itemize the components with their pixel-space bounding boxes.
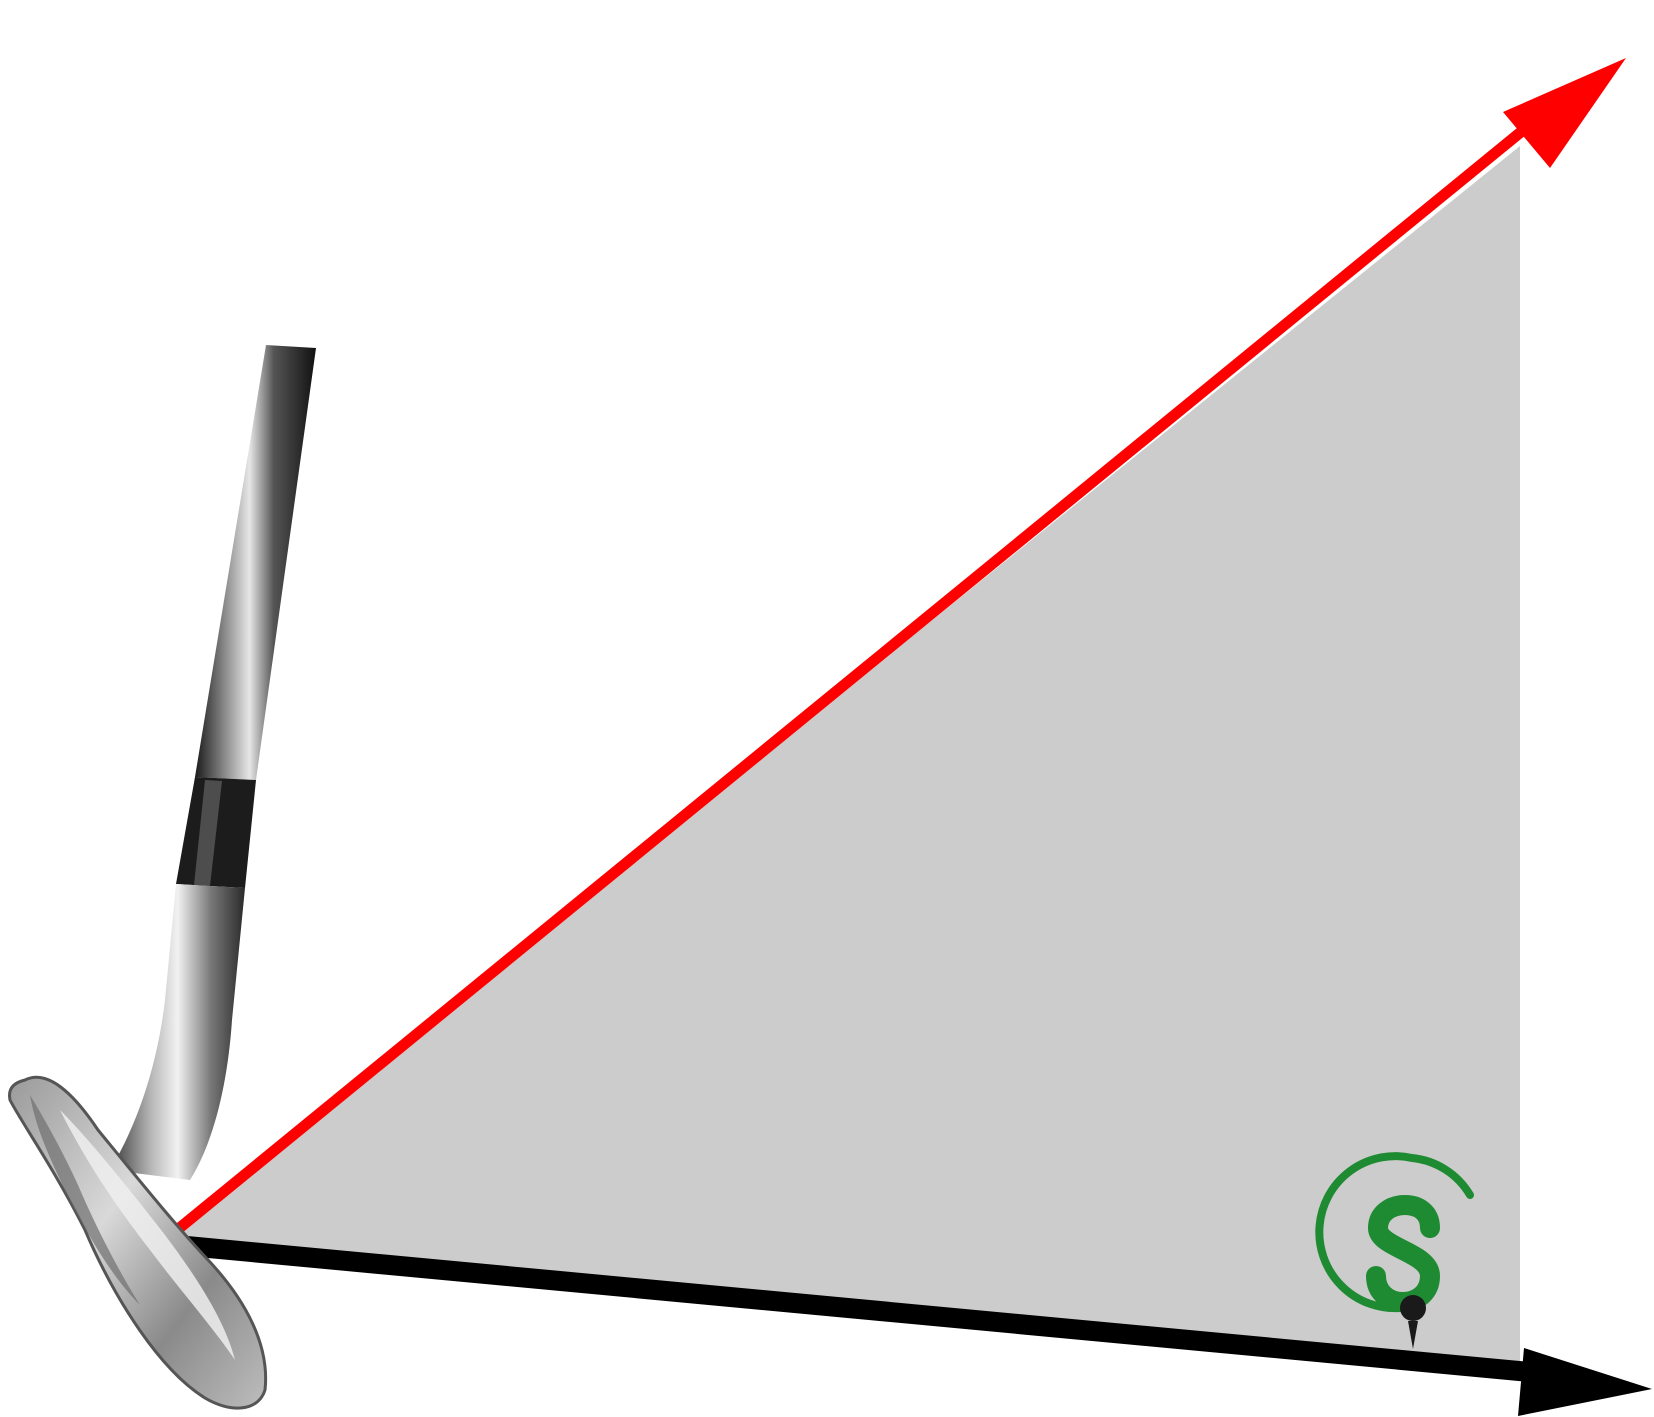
logo-ball	[1400, 1295, 1426, 1321]
ground-arrow	[154, 1233, 1652, 1416]
logo-tee	[1408, 1321, 1418, 1349]
golf-wedge-club	[8, 345, 316, 1410]
ground-arrow-shaft	[154, 1233, 1531, 1382]
golf-tee-s-logo	[1315, 1152, 1474, 1349]
logo-s-letter	[1366, 1194, 1441, 1313]
launch-arrow	[151, 58, 1626, 1253]
launch-arrow-shaft	[151, 95, 1564, 1253]
launch-arrow-head	[1503, 58, 1626, 168]
club-hosel	[110, 884, 245, 1180]
angle-region	[160, 146, 1520, 1362]
ground-arrow-head	[1518, 1348, 1652, 1416]
club-head	[8, 1075, 268, 1410]
club-shaft	[195, 345, 316, 780]
logo-ring	[1315, 1152, 1474, 1313]
